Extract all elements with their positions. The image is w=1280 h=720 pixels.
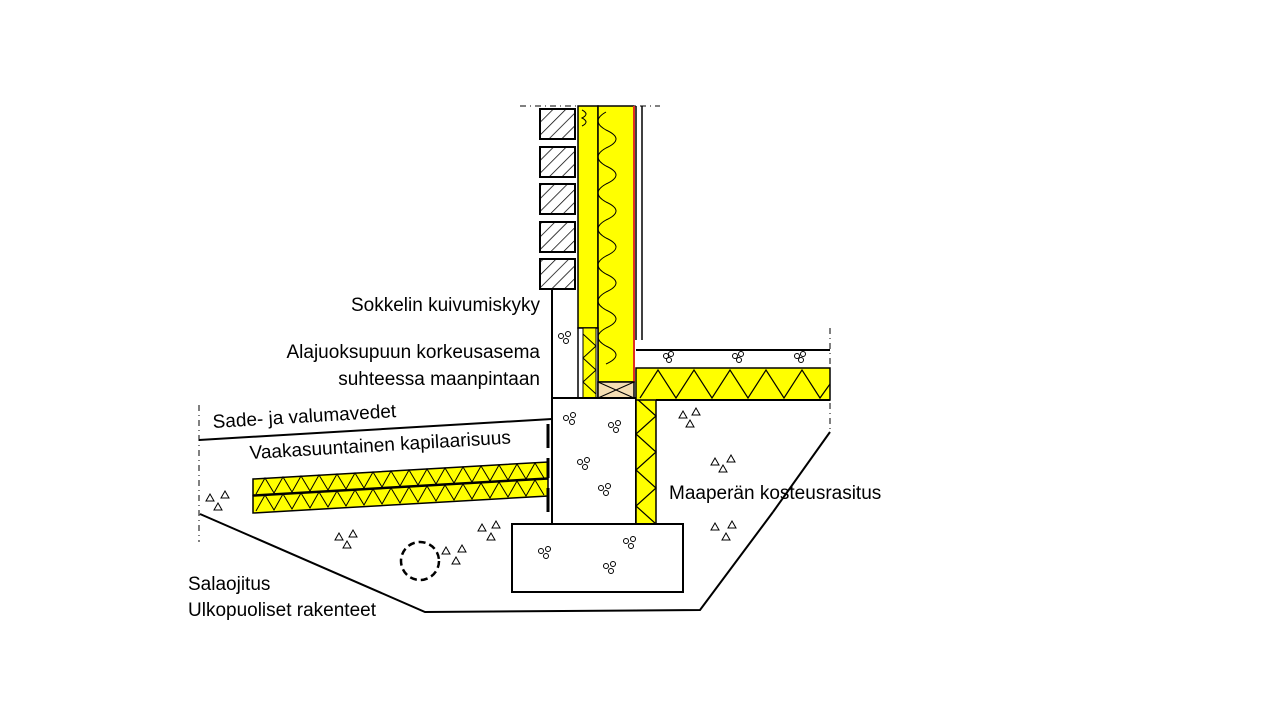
wall-insulation xyxy=(577,105,643,399)
label-sokkelin-kuivumiskyky: Sokkelin kuivumiskyky xyxy=(351,295,540,316)
label-ulkopuoliset-rakenteet: Ulkopuoliset rakenteet xyxy=(188,600,377,621)
footing xyxy=(511,523,684,593)
drain-pipe-icon xyxy=(399,540,441,582)
ground-insulation xyxy=(252,461,549,514)
label-salaojitus: Salaojitus xyxy=(188,574,270,595)
label-alajuoksupuu-line1: Alajuoksupuun korkeusasema xyxy=(287,342,541,363)
ground-lines xyxy=(198,418,831,614)
label-maaperan-kosteusrasitus: Maaperän kosteusrasitus xyxy=(669,483,881,504)
label-alajuoksupuu-line2: suhteessa maanpintaan xyxy=(338,369,540,390)
cladding-boards xyxy=(539,108,576,290)
label-sade-valumavedet: Sade- ja valumavedet xyxy=(212,401,397,433)
floor-slab xyxy=(635,349,831,401)
label-vaakasuuntainen-kapilaarisuus: Vaakasuuntainen kapilaarisuus xyxy=(249,428,511,464)
soil-symbols xyxy=(205,331,806,574)
plinth-insulation xyxy=(635,397,657,525)
